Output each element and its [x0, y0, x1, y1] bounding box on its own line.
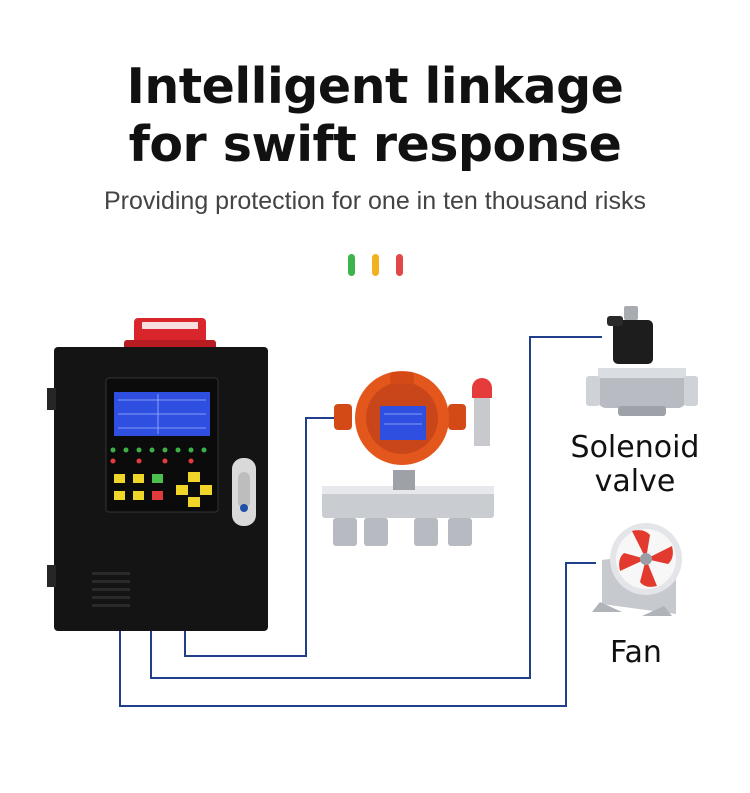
headline-line-2: for swift response — [128, 116, 622, 173]
solenoid-label-line-1: Solenoid — [570, 430, 700, 465]
fan — [592, 523, 682, 616]
red-indicator — [396, 254, 403, 276]
wire-to-fan — [119, 562, 596, 707]
wire-to-detector — [184, 417, 345, 657]
status-indicator-dots — [346, 254, 406, 276]
yellow-indicator — [372, 254, 379, 276]
controller-cabinet — [47, 318, 268, 631]
wire-to-solenoid — [150, 336, 602, 679]
connection-wires — [119, 336, 602, 707]
solenoid-valve-label: Solenoid valve — [560, 431, 710, 499]
solenoid-valve — [586, 306, 698, 416]
solenoid-label-line-2: valve — [594, 464, 676, 499]
subtitle: Providing protection for one in ten thou… — [104, 187, 646, 215]
headline-line-1: Intelligent linkage — [126, 58, 624, 115]
headline: Intelligent linkage for swift response — [0, 58, 750, 174]
green-indicator — [348, 254, 355, 276]
gas-detector — [322, 371, 494, 546]
fan-label: Fan — [610, 635, 662, 670]
